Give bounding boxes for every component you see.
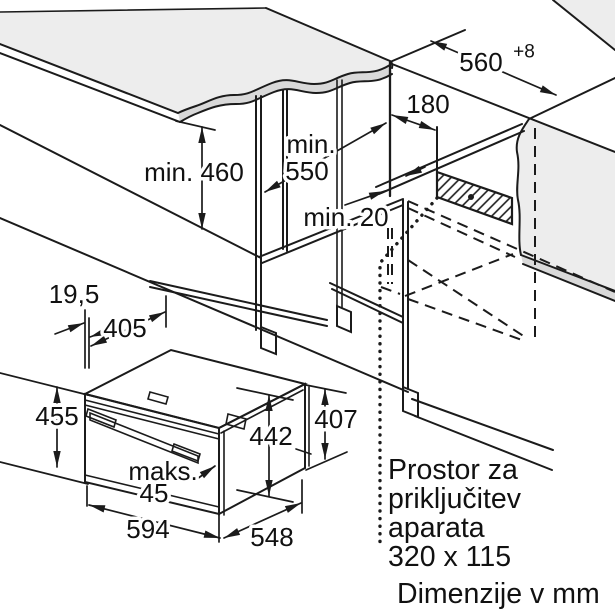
note-line-3: aparata xyxy=(388,512,485,544)
left-cabinet xyxy=(0,79,409,393)
worktop-cut-edge-band xyxy=(178,65,392,122)
wall-surface xyxy=(516,119,615,291)
right-wall-panel xyxy=(391,0,615,302)
oven-handle-cap-left xyxy=(85,407,117,429)
dimension-labels: 560 +8 180 min. 550 min. 460 min. 20 19,… xyxy=(32,39,538,556)
label-front-width: 594 xyxy=(126,514,169,544)
label-front-offset: 19,5 xyxy=(49,279,100,309)
units-note: Dimenzije v mm xyxy=(397,578,600,610)
label-side-rear-height: 407 xyxy=(314,404,357,434)
label-rear-recess-width: 180 xyxy=(406,89,449,119)
label-body-height: 442 xyxy=(249,421,292,451)
connection-point-dot xyxy=(468,194,474,200)
label-depth-min-2: 550 xyxy=(285,156,328,186)
oven-top-slot xyxy=(147,391,169,405)
oven-handle-cap-right xyxy=(171,442,201,463)
units-note-text: Dimenzije v mm xyxy=(397,578,600,610)
label-front-height: 455 xyxy=(35,401,78,431)
label-door-protrusion-2: 45 xyxy=(140,478,169,508)
label-body-depth: 548 xyxy=(250,522,293,552)
worktop-top-surface xyxy=(0,8,390,113)
oven-side-slot xyxy=(225,412,247,431)
label-depth-min-1: min. xyxy=(286,129,335,159)
worktop-front-edge-band xyxy=(0,44,180,122)
label-top-depth: 405 xyxy=(103,313,146,343)
label-door-protrusion-1: maks. xyxy=(128,456,197,486)
connection-area-hatch xyxy=(435,170,514,226)
label-rear-gap-min: min. 20 xyxy=(303,202,388,232)
oven-top-face xyxy=(82,348,308,430)
note-line-4: 320 x 115 xyxy=(388,541,511,573)
oven-drawing xyxy=(82,348,312,516)
label-niche-width-tolerance: +8 xyxy=(513,42,535,63)
oven-side-face xyxy=(218,382,306,516)
connection-note: Prostor za priključitev aparata 320 x 11… xyxy=(378,196,522,573)
worktop xyxy=(0,7,394,124)
note-line-2: priključitev xyxy=(388,483,522,515)
note-line-1: Prostor za xyxy=(388,454,518,486)
niche-cabinet xyxy=(375,29,615,471)
label-niche-width: 560 xyxy=(459,47,502,77)
label-height-min: min. 460 xyxy=(144,157,244,187)
dimension-lines xyxy=(0,37,558,543)
wall-bottom-band xyxy=(521,255,615,301)
connection-leader-dotted xyxy=(378,196,439,550)
